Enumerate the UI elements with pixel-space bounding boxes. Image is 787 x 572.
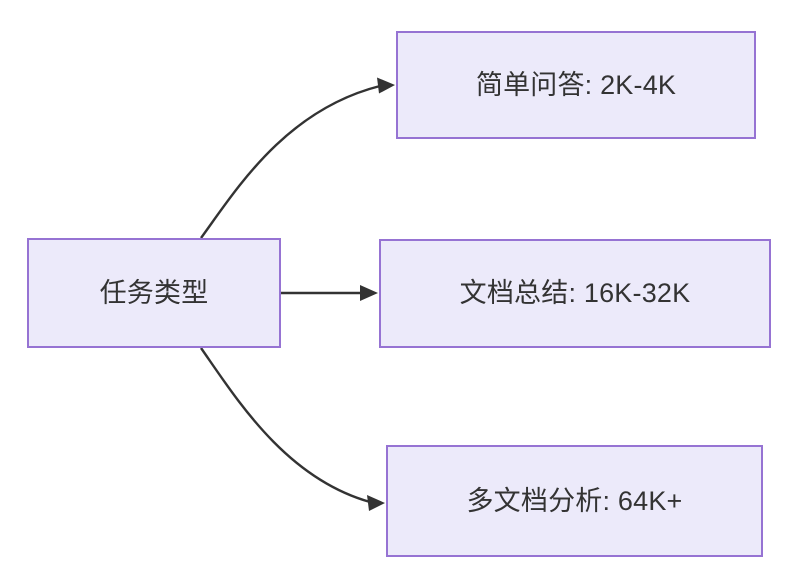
- node-multi-doc-label: 多文档分析: 64K+: [466, 485, 683, 516]
- edge-root-to-multi-doc-path: [200, 347, 371, 504]
- edge-root-to-simple-qa-path: [200, 84, 381, 239]
- node-simple-qa[interactable]: 简单问答: 2K-4K: [396, 31, 756, 139]
- node-task-type[interactable]: 任务类型: [27, 238, 281, 348]
- node-doc-summary-label: 文档总结: 16K-32K: [459, 278, 691, 309]
- node-task-type-label: 任务类型: [99, 277, 209, 308]
- edge-root-to-doc-summary: [281, 285, 378, 301]
- edge-root-to-multi-doc-arrowhead: [367, 495, 385, 511]
- edge-root-to-doc-summary-arrowhead: [360, 285, 378, 301]
- node-doc-summary[interactable]: 文档总结: 16K-32K: [379, 239, 771, 348]
- edge-root-to-simple-qa-arrowhead: [377, 77, 395, 94]
- node-multi-doc[interactable]: 多文档分析: 64K+: [386, 445, 763, 557]
- edge-root-to-simple-qa: [200, 77, 395, 239]
- node-simple-qa-label: 简单问答: 2K-4K: [475, 69, 677, 100]
- edge-root-to-multi-doc: [200, 347, 385, 511]
